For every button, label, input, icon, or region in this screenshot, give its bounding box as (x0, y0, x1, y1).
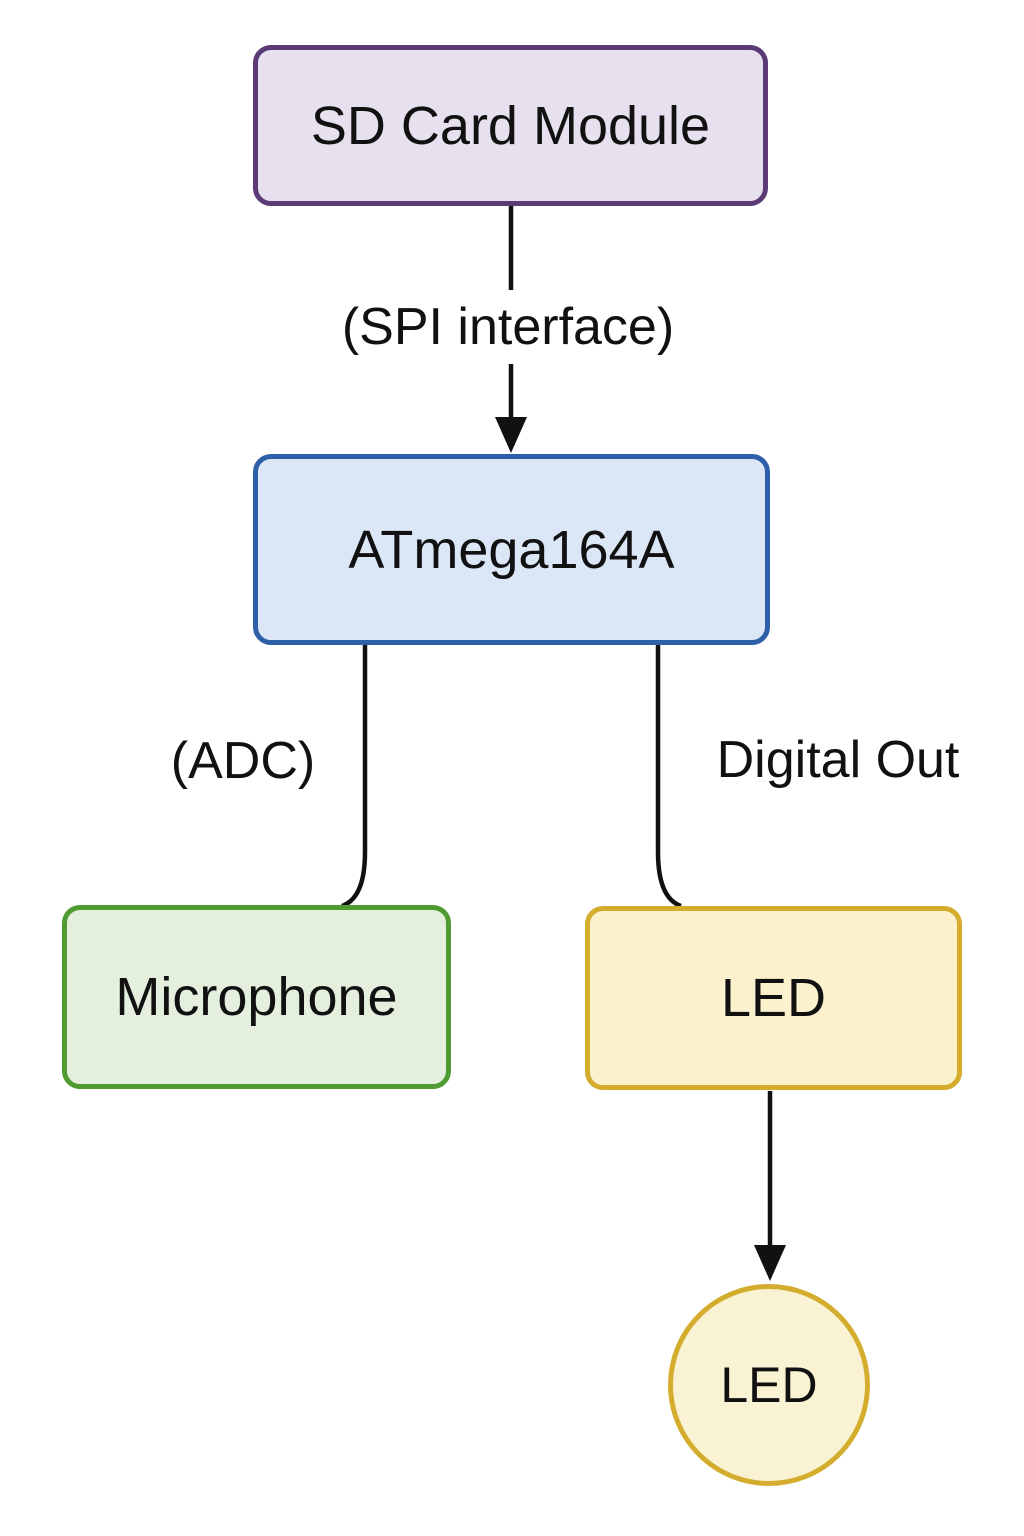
node-led-box: LED (585, 906, 962, 1090)
node-led-circle: LED (668, 1284, 870, 1486)
node-led-box-label: LED (720, 968, 827, 1028)
node-sd-card-module-label: SD Card Module (310, 95, 711, 156)
node-microphone-label: Microphone (115, 967, 398, 1027)
node-atmega164a: ATmega164A (253, 454, 770, 645)
edge-label-spi-interface: (SPI interface) (341, 298, 675, 356)
connector-atmega-to-microphone (341, 645, 368, 909)
connector-atmega-to-led-box (655, 645, 682, 909)
arrowhead-into-led-circle (754, 1245, 786, 1281)
node-atmega164a-label: ATmega164A (348, 519, 675, 580)
node-microphone: Microphone (62, 905, 451, 1089)
node-led-circle-label: LED (720, 1357, 818, 1413)
edge-label-digital-out: Digital Out (716, 731, 960, 789)
arrowhead-into-atmega (495, 417, 527, 453)
node-sd-card-module: SD Card Module (253, 45, 768, 206)
edge-label-adc: (ADC) (170, 732, 316, 790)
